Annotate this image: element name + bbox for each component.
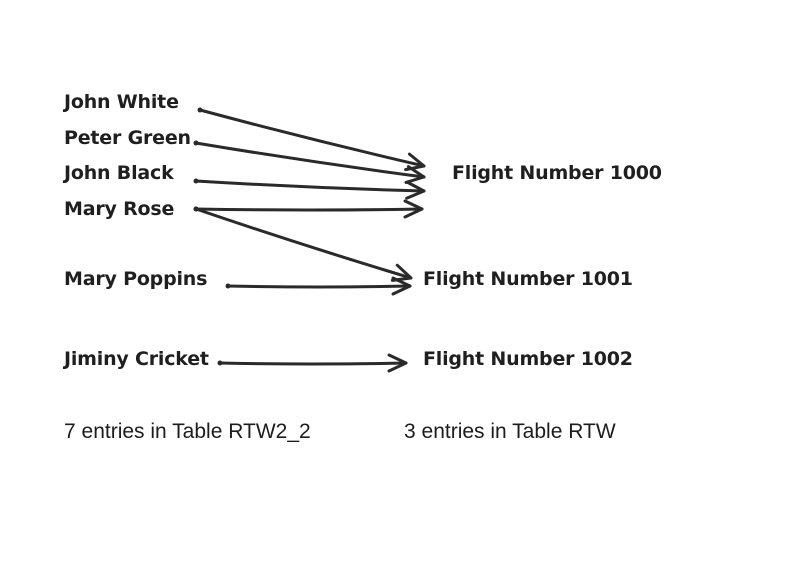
connector-arrow (226, 284, 412, 289)
connector-arrow (194, 207, 424, 212)
connector-arrow (198, 108, 426, 168)
arrowhead (387, 353, 408, 373)
connector-arrow (194, 141, 426, 179)
arrows-group (193, 107, 426, 373)
connector-start-dot (193, 206, 199, 212)
passenger-label: Peter Green (64, 127, 191, 149)
arrowhead (391, 276, 412, 296)
connector-start-dot (225, 283, 231, 289)
arrowhead (403, 199, 424, 219)
connector-start-dot (193, 178, 199, 184)
flight-label: Flight Number 1001 (423, 268, 633, 290)
footer-left-note: 7 entries in Table RTW2_2 (64, 420, 311, 443)
arrowhead (405, 180, 426, 200)
arrowhead (404, 165, 426, 184)
connector-start-dot (193, 140, 199, 146)
passenger-label: John Black (64, 162, 174, 184)
connector-arrow (194, 207, 413, 280)
passenger-label: Jiminy Cricket (64, 348, 209, 370)
passenger-label: John White (64, 91, 179, 113)
connector-arrow (194, 179, 426, 193)
passenger-label: Mary Rose (64, 198, 175, 220)
connector-start-dot (197, 107, 203, 113)
connector-start-dot (217, 360, 223, 366)
footer-right-note: 3 entries in Table RTW (404, 420, 616, 443)
passenger-label: Mary Poppins (64, 268, 208, 290)
connector-arrow (218, 361, 408, 366)
flight-label: Flight Number 1002 (423, 348, 633, 370)
flight-label: Flight Number 1000 (452, 162, 662, 184)
